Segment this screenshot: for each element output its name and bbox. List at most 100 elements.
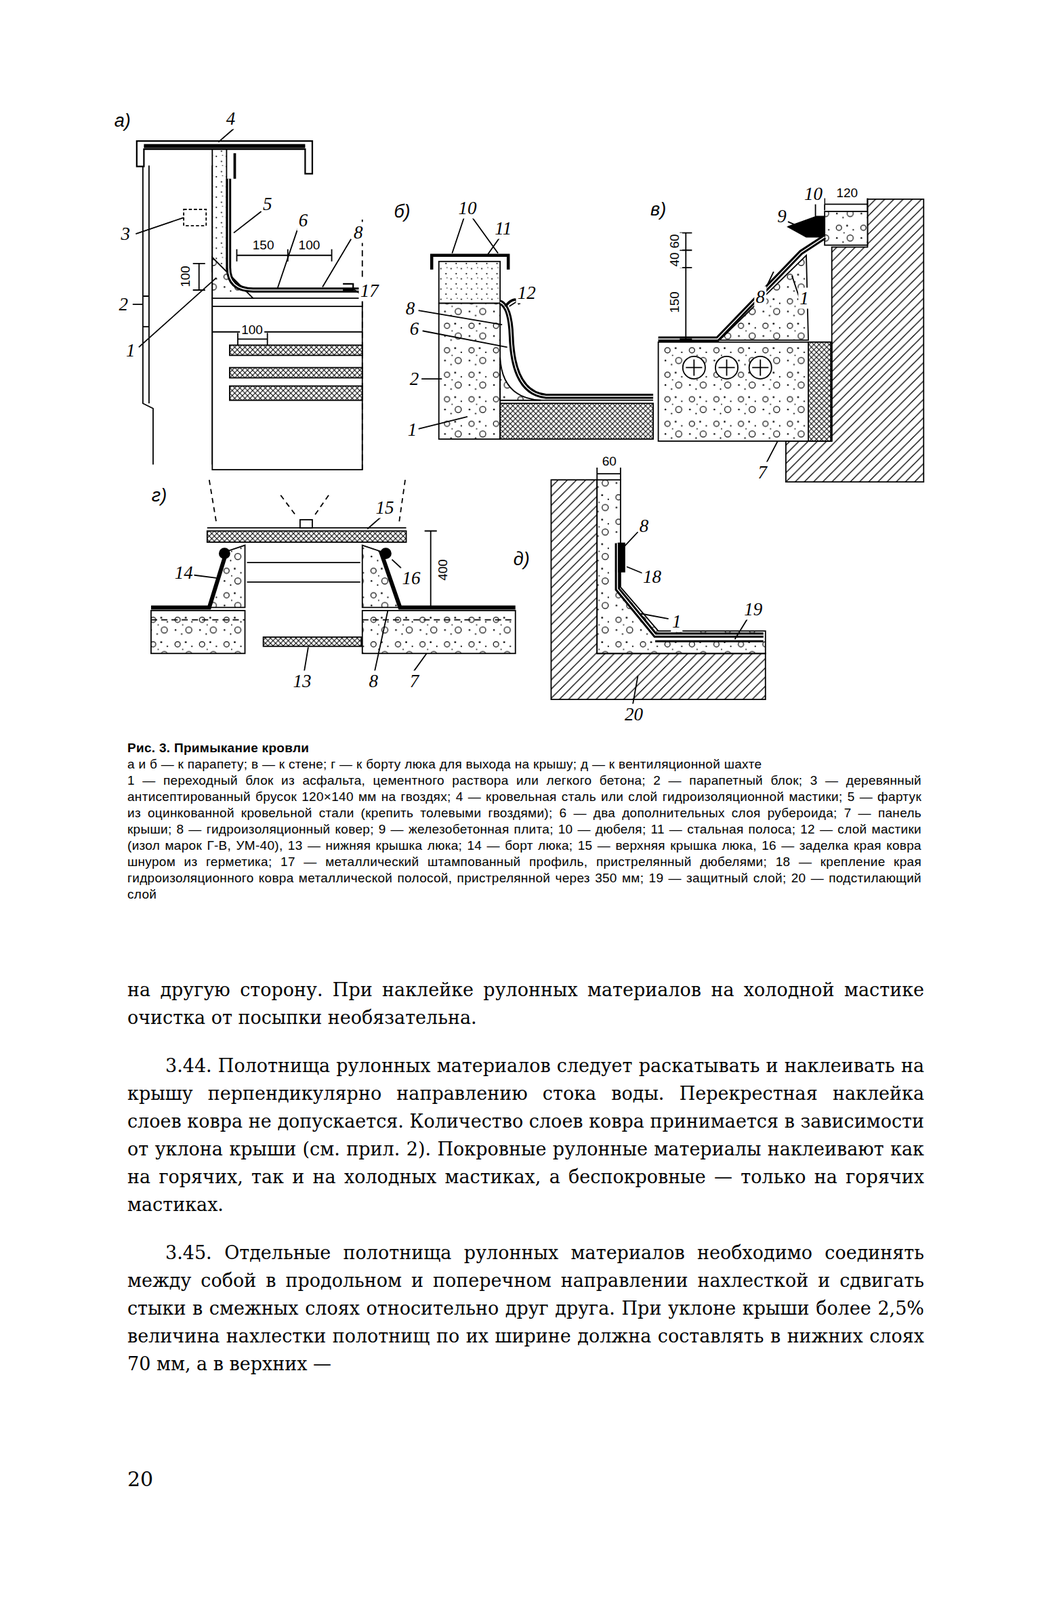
callout-number: 8	[754, 286, 767, 308]
drawing-part	[229, 344, 363, 356]
drawing-part	[596, 467, 621, 480]
drawing-part	[191, 514, 427, 672]
callout-number: 2	[408, 367, 421, 389]
callout-number: 7	[408, 670, 421, 692]
drawing-part	[151, 610, 246, 654]
callout-number: 8	[352, 222, 365, 244]
vent-shaft-detail-d	[550, 467, 765, 704]
drawing-part	[719, 255, 809, 341]
callout-number: 16	[401, 567, 423, 589]
body-paragraph: 3.44. Полотнища рулонных материалов след…	[127, 1051, 925, 1219]
callout-number: 5	[261, 193, 274, 215]
callout-number: 12	[516, 282, 538, 304]
page-number: 20	[127, 1466, 154, 1491]
drawing-part	[300, 519, 313, 528]
view-letter: б)	[392, 200, 412, 222]
callout-number: 15	[373, 496, 395, 518]
drawing-part	[824, 211, 868, 246]
callout-number: 1	[124, 339, 137, 361]
drawing-part	[439, 261, 501, 304]
callout-number: 20	[623, 703, 645, 725]
drawing-part	[550, 479, 765, 700]
drawing-part	[418, 216, 522, 429]
drawing-part	[658, 342, 832, 442]
drawing-part	[233, 153, 237, 179]
drawing-part	[263, 636, 362, 647]
callout-number: 9	[775, 205, 788, 227]
drawing-part	[212, 149, 227, 272]
figure-caption: Рис. 3. Примыкание кровли	[127, 739, 922, 757]
drawing-part	[362, 610, 516, 654]
drawing-part	[142, 296, 150, 327]
callout-number: 6	[408, 318, 421, 340]
callout-number: 6	[297, 210, 310, 232]
drawing-part	[685, 359, 769, 376]
drawing-part	[808, 342, 831, 442]
drawing-part	[142, 165, 213, 465]
drawing-part	[229, 386, 363, 401]
drawing-part	[500, 302, 654, 397]
callout-number: 8	[367, 670, 381, 692]
callout-number: 10	[456, 197, 478, 219]
callout-number: 1	[798, 287, 811, 309]
callout-number: 8	[404, 297, 417, 319]
caption-legend-text: 1 — переходный блок из асфальта, цементн…	[127, 772, 922, 903]
drawing-part	[212, 306, 362, 332]
drawing-part	[229, 367, 363, 378]
callout-number: 19	[742, 598, 764, 620]
drawing-part	[247, 562, 361, 582]
dimension-value: 100	[239, 322, 265, 338]
drawing-part	[380, 548, 391, 559]
drawing-part	[658, 237, 826, 340]
drawing-part	[439, 303, 501, 440]
body-text-block: на другую сторону. При наклейке рулонных…	[127, 975, 925, 1378]
dimension-value: 60	[667, 232, 683, 250]
drawing-part	[787, 216, 825, 238]
drawing-part	[617, 543, 763, 636]
callout-number: 1	[670, 611, 683, 633]
callout-number: 11	[493, 218, 513, 240]
callout-number: 1	[406, 419, 419, 441]
drawing-part	[209, 545, 246, 608]
drawing-part	[219, 548, 230, 559]
drawing-part	[764, 203, 816, 465]
drawing-part	[362, 545, 401, 608]
callout-number: 2	[117, 293, 131, 315]
drawing-part	[136, 140, 313, 174]
drawing-part	[380, 551, 516, 608]
callout-number: 7	[756, 462, 769, 484]
dimension-value: 120	[834, 185, 860, 201]
view-letter: г)	[150, 484, 169, 506]
body-paragraph: 3.45. Отдельные полотнища рулонных матер…	[127, 1238, 925, 1378]
drawing-part	[193, 263, 206, 290]
drawing-part	[209, 479, 406, 523]
dimension-value: 40	[667, 250, 683, 268]
callout-number: 13	[291, 670, 313, 692]
drawing-part	[132, 128, 360, 347]
callout-number: 4	[224, 107, 238, 129]
dimension-value: 60	[600, 453, 618, 469]
parapet-detail-a	[132, 128, 363, 470]
wall-detail-v	[658, 197, 925, 482]
view-letter: д)	[512, 548, 532, 570]
view-letter: а)	[113, 109, 133, 131]
roof-junction-drawings	[0, 0, 1040, 746]
callout-number: 10	[802, 183, 824, 205]
drawing-part	[658, 237, 826, 340]
body-paragraph: на другую сторону. При наклейке рулонных…	[127, 975, 925, 1032]
drawing-part	[617, 543, 763, 636]
drawing-part	[183, 209, 206, 226]
drawing-part	[682, 356, 772, 379]
callout-number: 14	[173, 562, 195, 584]
dimension-value: 150	[251, 237, 276, 253]
drawing-part	[361, 219, 364, 470]
dimension-value: 100	[178, 264, 194, 289]
parapet-detail-b	[418, 216, 654, 440]
drawing-part	[655, 640, 764, 643]
callout-number: 3	[119, 222, 133, 244]
drawing-part	[151, 619, 516, 621]
callout-number: 17	[359, 280, 381, 302]
view-letter: в)	[649, 198, 668, 220]
figure-caption-block: Рис. 3. Примыкание кровлиа и б — к парап…	[127, 739, 922, 903]
